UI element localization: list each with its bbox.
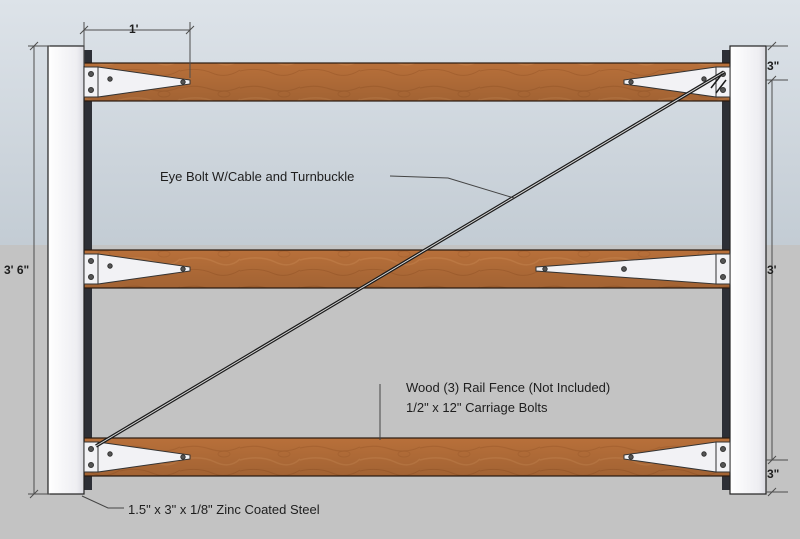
dim-top-offset: 3": [767, 59, 779, 73]
hinge-bottom-right: [623, 441, 731, 473]
bottom-rail: [83, 437, 733, 477]
hinge-middle-right: [535, 253, 731, 285]
label-steel: 1.5" x 3" x 1/8" Zinc Coated Steel: [128, 502, 320, 517]
dim-overall-height: 3' 6": [4, 263, 29, 277]
hinge-middle-left: [83, 253, 191, 285]
dim-bottom-offset: 3": [767, 467, 779, 481]
leader-lines: [81, 175, 515, 509]
ground-background: [0, 245, 800, 539]
dim-right-height: 3': [767, 263, 777, 277]
label-bolts: 1/2" x 12" Carriage Bolts: [406, 400, 548, 415]
left-post: [47, 45, 85, 495]
dim-top-width: 1': [129, 22, 139, 36]
right-post: [729, 45, 767, 495]
sky-background: [0, 0, 800, 245]
label-cable: Eye Bolt W/Cable and Turnbuckle: [160, 169, 354, 184]
hinge-bottom-left: [83, 441, 191, 473]
dimension-lines: [28, 22, 788, 499]
hinge-top-left: [83, 66, 191, 98]
diagonal-cable: [95, 70, 727, 448]
label-rails: Wood (3) Rail Fence (Not Included): [406, 380, 610, 395]
